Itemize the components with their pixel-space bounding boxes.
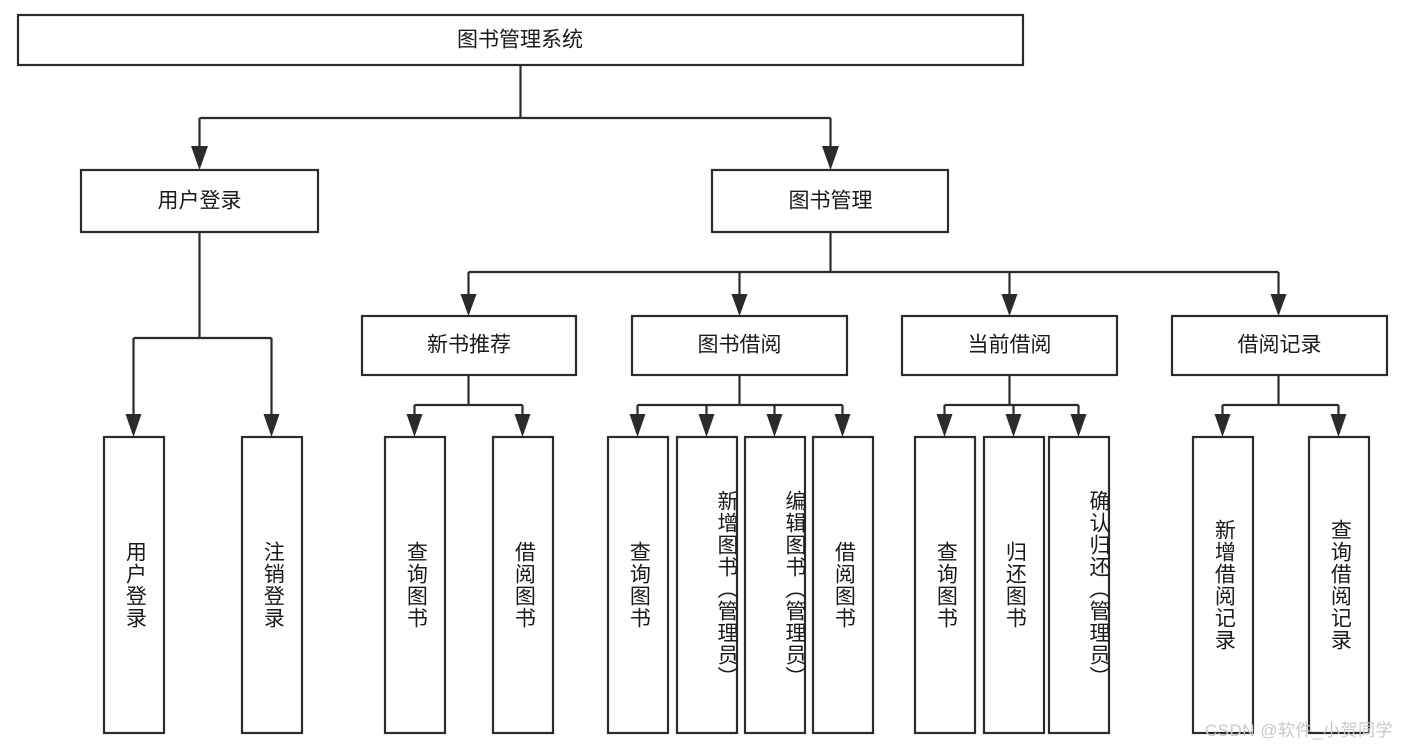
node-book-management-box[interactable] bbox=[710, 168, 950, 234]
leaf-box-bb-add-book[interactable] bbox=[675, 435, 739, 735]
node-current-borrow-label: 当前借阅 bbox=[968, 334, 1052, 357]
arrow-head-book-borrow bbox=[731, 294, 748, 316]
node-user-login-box[interactable] bbox=[79, 168, 320, 234]
node-new-book-recommend-label: 新书推荐 bbox=[427, 334, 511, 357]
node-borrow-record[interactable]: 借阅记录 bbox=[1170, 314, 1389, 377]
leaf-box-br-add-record[interactable] bbox=[1191, 435, 1255, 735]
node-current-borrow-box[interactable] bbox=[900, 314, 1119, 377]
arrow-head-bb-leaf3 bbox=[766, 414, 783, 437]
connector-group-book-borrow bbox=[629, 375, 851, 437]
connector-group-current-borrow bbox=[936, 375, 1087, 437]
arrow-head-br-leaf2 bbox=[1330, 414, 1347, 437]
connector-group-userlogin bbox=[125, 232, 280, 437]
leaf-box-bb-borrow-book[interactable] bbox=[811, 435, 875, 735]
arrow-head-bb-leaf2 bbox=[698, 414, 715, 437]
connector-group-borrow-record bbox=[1214, 375, 1347, 437]
leaf-box-user-login[interactable] bbox=[102, 435, 166, 735]
arrow-head-cb-leaf3 bbox=[1070, 414, 1087, 437]
node-root-label: 图书管理系统 bbox=[457, 29, 583, 52]
leaf-box-br-query-record[interactable] bbox=[1307, 435, 1371, 735]
node-user-login[interactable]: 用户登录 bbox=[79, 168, 320, 234]
node-borrow-record-box[interactable] bbox=[1170, 314, 1389, 377]
arrow-head-leaf-user-login bbox=[125, 414, 142, 437]
arrow-head-leaf-logout bbox=[263, 414, 280, 437]
node-book-management-label: 图书管理 bbox=[789, 190, 873, 213]
leaf-box-cb-return-book[interactable] bbox=[982, 435, 1046, 735]
node-borrow-record-label: 借阅记录 bbox=[1238, 334, 1322, 357]
arrow-head-borrow-record bbox=[1270, 294, 1287, 316]
connector-group-root bbox=[191, 65, 839, 170]
node-root-box[interactable] bbox=[16, 13, 1025, 67]
leaf-box-cb-confirm-return[interactable] bbox=[1047, 435, 1111, 735]
watermark-text: CSDN @软件_小贺同学 bbox=[1204, 721, 1393, 740]
leaf-box-nbr-borrow-book[interactable] bbox=[491, 435, 555, 735]
node-current-borrow[interactable]: 当前借阅 bbox=[900, 314, 1119, 377]
arrow-head-br-leaf1 bbox=[1214, 414, 1231, 437]
arrow-head-bb-leaf1 bbox=[629, 414, 646, 437]
arrow-head-new-book-recommend bbox=[460, 294, 477, 316]
leaf-box-logout[interactable] bbox=[240, 435, 304, 735]
node-book-borrow[interactable]: 图书借阅 bbox=[630, 314, 849, 377]
leaf-box-bb-query-book[interactable] bbox=[606, 435, 670, 735]
node-root[interactable]: 图书管理系统 bbox=[16, 13, 1025, 67]
node-new-book-recommend[interactable]: 新书推荐 bbox=[360, 314, 578, 377]
leaf-box-bb-edit-book[interactable] bbox=[743, 435, 807, 735]
node-book-borrow-label: 图书借阅 bbox=[698, 334, 782, 357]
arrow-head-userlogin bbox=[191, 146, 208, 170]
arrow-head-bb-leaf4 bbox=[834, 414, 851, 437]
arrow-head-cb-leaf2 bbox=[1005, 414, 1022, 437]
leaf-box-cb-query-book[interactable] bbox=[913, 435, 977, 735]
arrow-head-current-borrow bbox=[1001, 294, 1018, 316]
node-book-borrow-box[interactable] bbox=[630, 314, 849, 377]
arrow-head-nbr-leaf2 bbox=[514, 414, 531, 437]
node-user-login-label: 用户登录 bbox=[158, 190, 242, 213]
leaf-box-nbr-query-book[interactable] bbox=[383, 435, 447, 735]
arrow-head-bookmgmt bbox=[822, 146, 839, 170]
node-book-management[interactable]: 图书管理 bbox=[710, 168, 950, 234]
arrow-head-nbr-leaf1 bbox=[406, 414, 423, 437]
arrow-head-cb-leaf1 bbox=[936, 414, 953, 437]
connector-group-new-book-recommend bbox=[406, 375, 531, 437]
connector-group-bookmgmt bbox=[460, 232, 1287, 316]
node-new-book-recommend-box[interactable] bbox=[360, 314, 578, 377]
